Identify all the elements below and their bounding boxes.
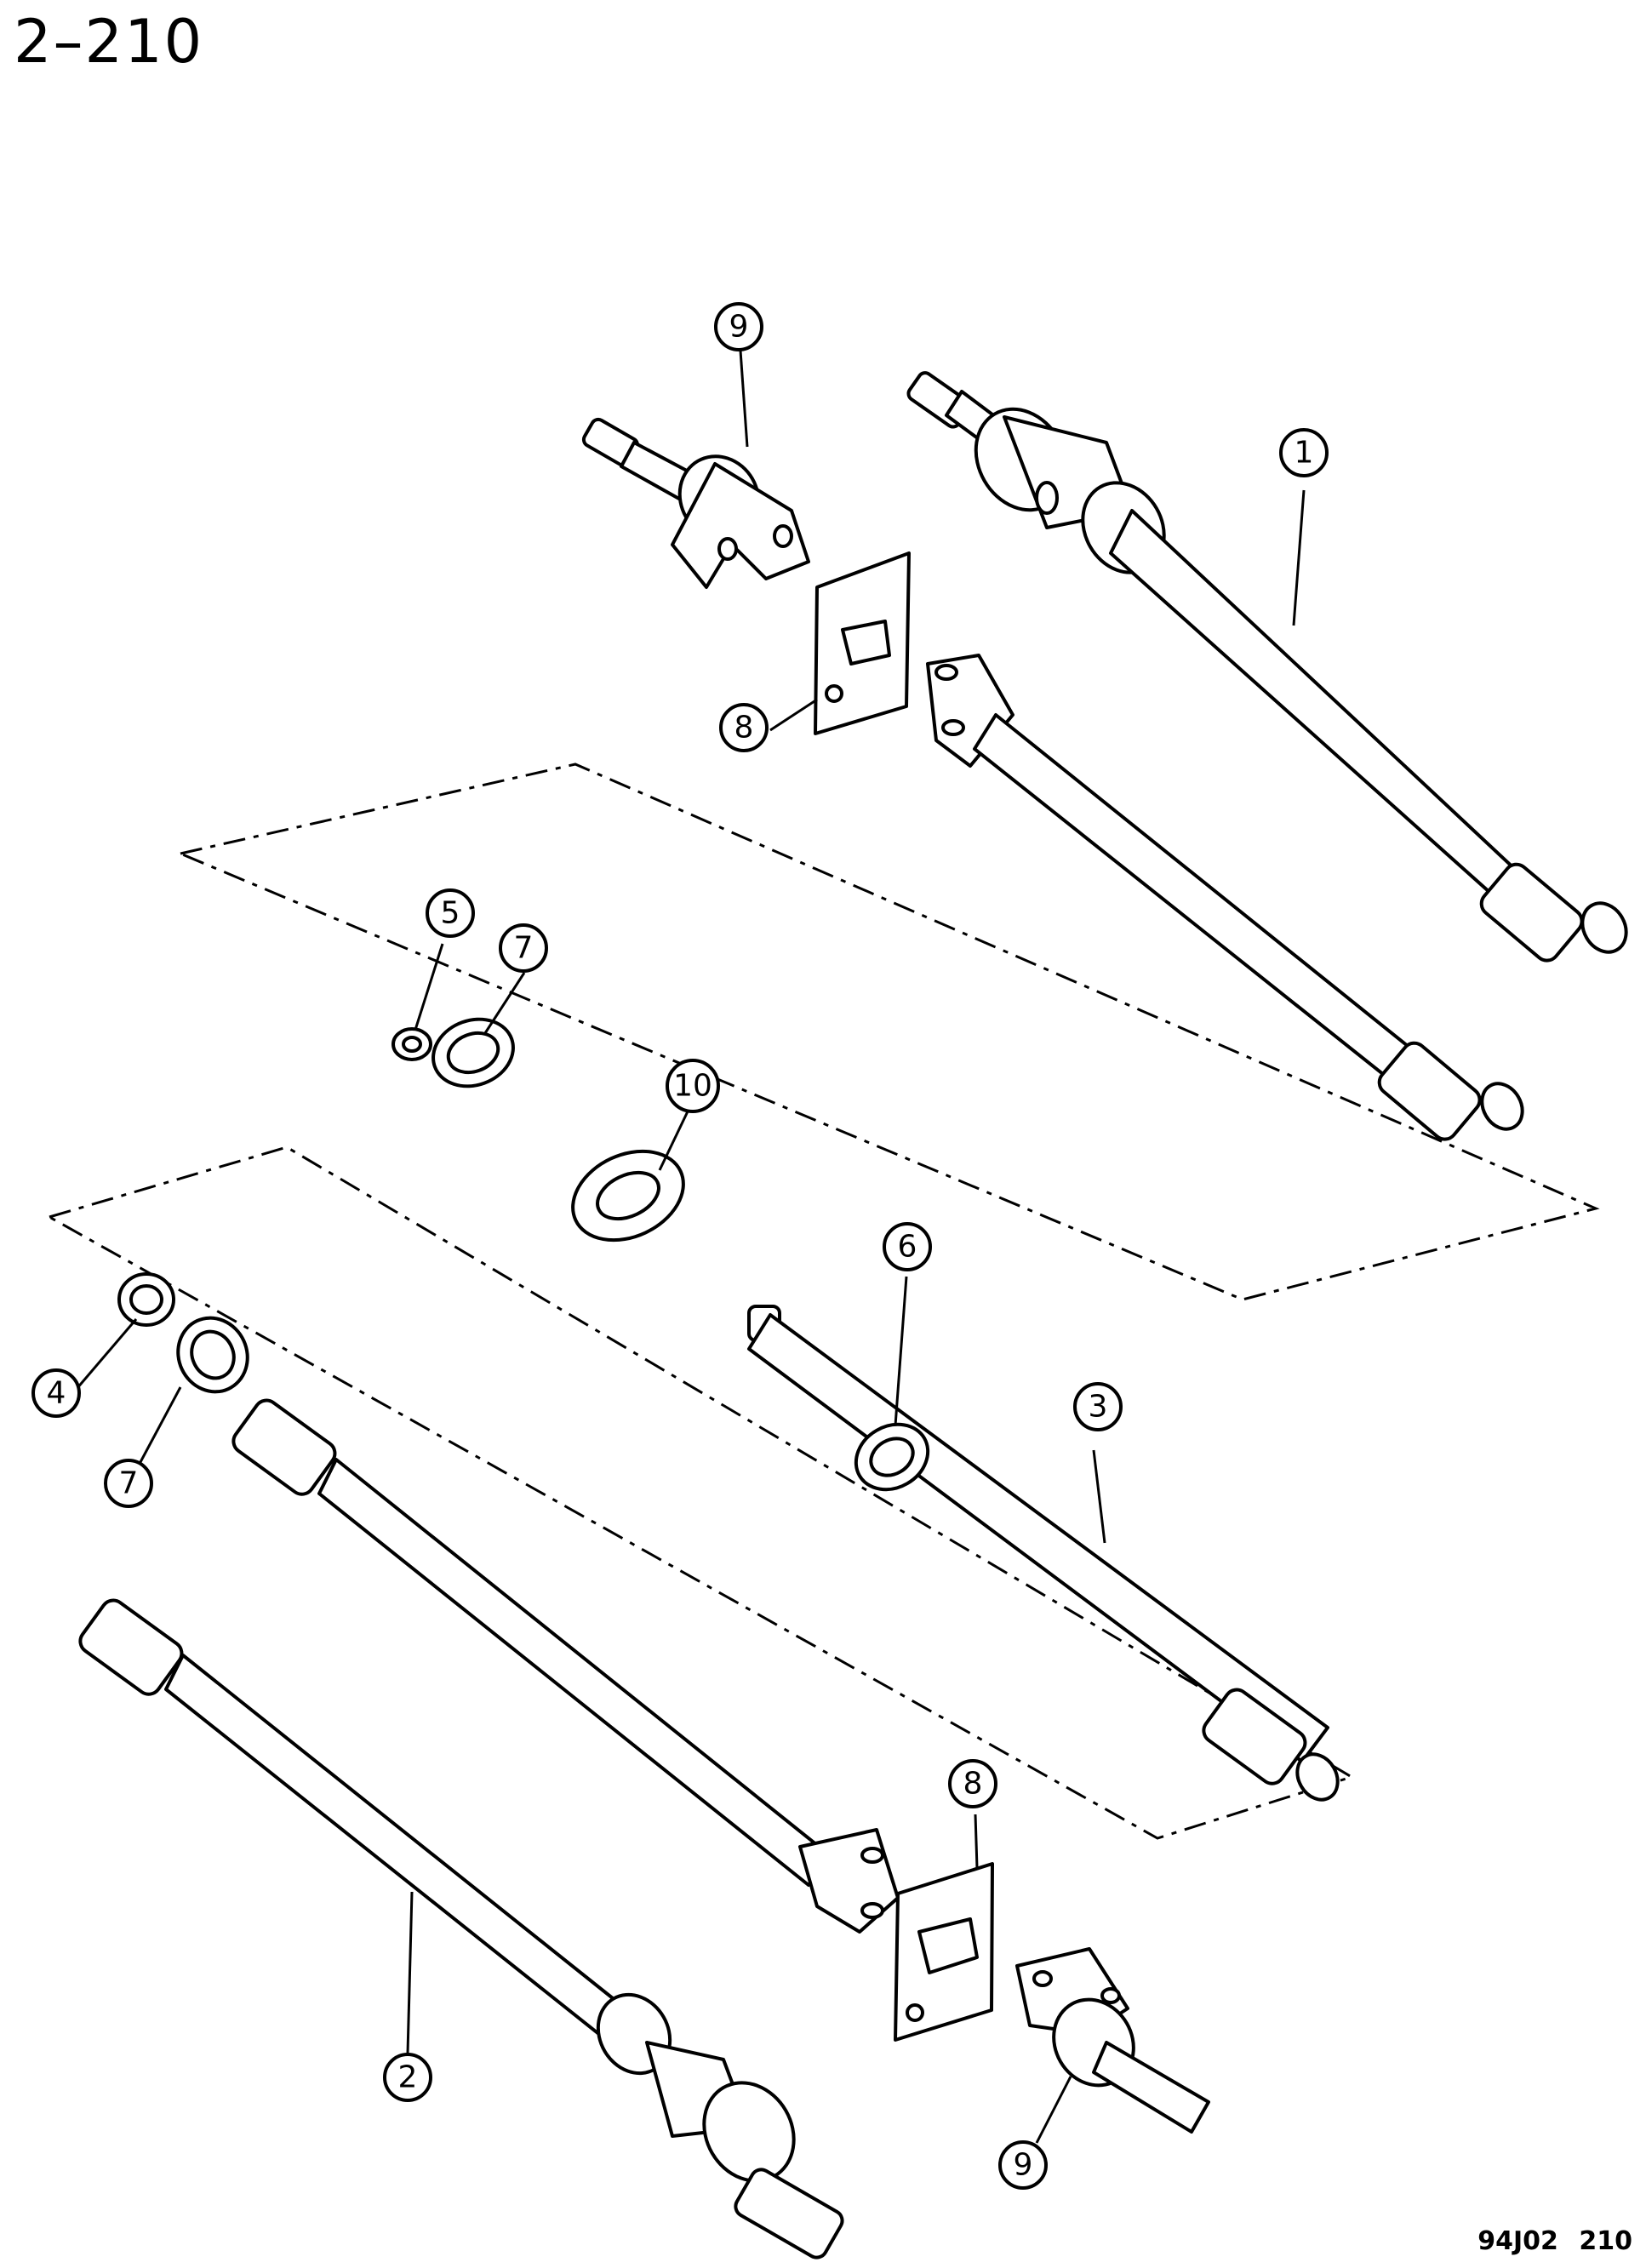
leader-lines xyxy=(75,350,1306,2144)
callout-6: 6 xyxy=(883,1222,932,1271)
axle-shaft-right-outer xyxy=(926,654,1524,1141)
thrust-washer xyxy=(117,1272,175,1327)
callout-label: 3 xyxy=(1089,1390,1108,1425)
axle-shaft-right-assembly xyxy=(906,371,1628,963)
axle-shaft-left-assembly xyxy=(78,1598,844,2259)
axle-shaft-left-outer xyxy=(231,1398,900,1934)
callout-label: 7 xyxy=(119,1466,139,1501)
lower-dashed-group-outline xyxy=(46,1145,1355,1840)
callout-2: 2 xyxy=(383,2053,432,2102)
intermediate-shaft xyxy=(747,1305,1340,1802)
upper-dashed-group-outline xyxy=(176,763,1600,1301)
callout-label: 4 xyxy=(47,1376,66,1411)
callout-label: 1 xyxy=(1295,436,1314,471)
callout-9-top: 9 xyxy=(714,302,763,351)
callout-label: 6 xyxy=(898,1230,917,1265)
bearing-seal xyxy=(571,1149,685,1243)
callout-8-top: 8 xyxy=(719,703,769,752)
callout-label: 8 xyxy=(963,1767,983,1802)
callout-7-upper: 7 xyxy=(499,923,548,973)
callout-3: 3 xyxy=(1073,1382,1123,1431)
callout-1: 1 xyxy=(1279,428,1329,477)
page-number: 2–210 xyxy=(14,7,204,77)
u-joint-kit-upper xyxy=(814,551,911,735)
callout-label: 10 xyxy=(673,1069,712,1104)
callout-label: 8 xyxy=(734,711,754,746)
callout-label: 7 xyxy=(514,931,534,966)
pilot-bearing xyxy=(854,1422,930,1492)
callout-4: 4 xyxy=(31,1368,81,1418)
callout-10: 10 xyxy=(666,1059,720,1113)
stub-shaft-yoke-upper xyxy=(581,417,810,589)
seal-upper xyxy=(432,1017,515,1088)
callout-9-bottom: 9 xyxy=(998,2140,1048,2190)
callout-8-bottom: 8 xyxy=(948,1759,997,1808)
figure-code: 94J02 210 xyxy=(1477,2226,1632,2256)
callout-7-lower: 7 xyxy=(104,1459,153,1508)
u-joint-kit-lower xyxy=(894,1862,994,2042)
callout-label: 9 xyxy=(729,310,749,345)
callout-label: 2 xyxy=(398,2060,418,2095)
seal-lower xyxy=(176,1316,249,1394)
callout-5: 5 xyxy=(426,888,475,938)
callout-label: 5 xyxy=(441,896,460,931)
stub-shaft-yoke-lower xyxy=(1015,1947,1210,2134)
needle-bearing xyxy=(391,1027,432,1061)
callout-label: 9 xyxy=(1014,2148,1033,2183)
